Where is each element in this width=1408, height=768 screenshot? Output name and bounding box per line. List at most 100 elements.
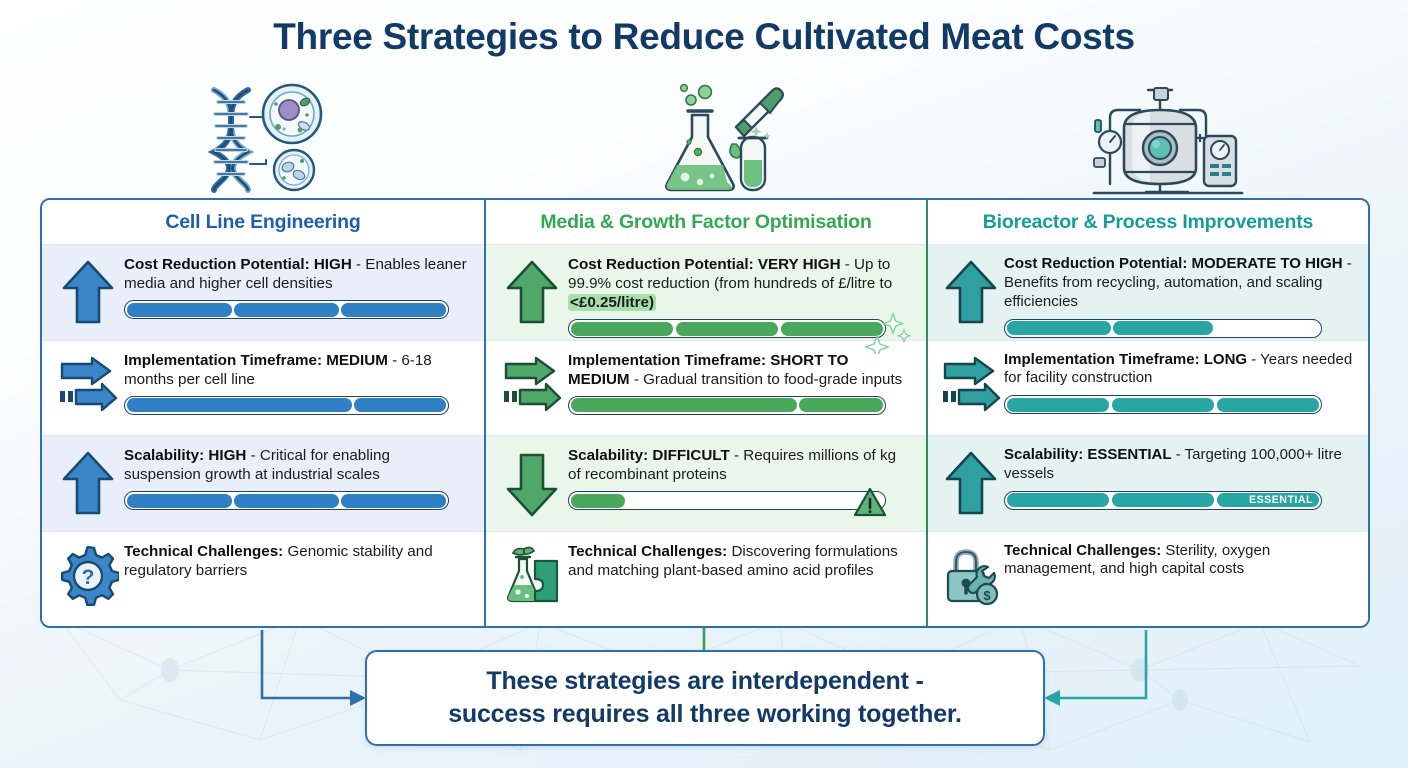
column-header-cell-line-engineering: Cell Line Engineering xyxy=(42,200,484,244)
bar-segment xyxy=(1112,321,1213,336)
bioreactor-icon xyxy=(1092,87,1244,195)
cell-text: - Targeting 100,000+ litre vessels xyxy=(1004,446,1342,482)
bar-segment xyxy=(1006,493,1110,508)
cell-text: - Enables leaner media and higher cell d… xyxy=(124,256,467,293)
flask-pipette-icon xyxy=(665,83,784,192)
down-arrow-icon xyxy=(496,445,568,519)
cell-label: Cost Reduction Potential: VERY HIGH xyxy=(568,256,841,273)
bar-segment xyxy=(1216,397,1320,412)
cell-text: - Years needed for facility construction xyxy=(1004,350,1353,387)
bar-segment xyxy=(126,302,232,317)
cell-label: Implementation Timeframe: MEDIUM xyxy=(124,351,388,369)
svg-text:$: $ xyxy=(983,588,991,603)
column-bioreactor-process-improvements: Bioreactor & Process Improvements Cost R… xyxy=(928,200,1368,626)
cell-timeframe-cell-line: Implementation Timeframe: MEDIUM - 6-18 … xyxy=(42,339,484,435)
column-header-media-growth-factor: Media & Growth Factor Optimisation xyxy=(486,200,926,244)
cell-text: - Requires millions of kg of recombinant… xyxy=(568,447,897,484)
progress-bar-cost-reduction-cell-line xyxy=(124,300,449,320)
cell-scalability-bioreactor: Scalability: ESSENTIAL - Targeting 100,0… xyxy=(928,435,1368,531)
bar-segment xyxy=(570,398,798,413)
bar-segment xyxy=(341,302,447,317)
cell-cost-reduction-media: Cost Reduction Potential: VERY HIGH - Up… xyxy=(486,244,926,355)
bar-segment xyxy=(126,493,232,508)
cell-cost-reduction-bioreactor: Cost Reduction Potential: MODERATE TO HI… xyxy=(928,244,1368,340)
progress-bar-timeframe-cell-line xyxy=(124,395,449,415)
progress-bar-scalability-media xyxy=(568,488,887,517)
cell-text: Discovering formulations and matching pl… xyxy=(568,542,898,579)
up-arrow-icon xyxy=(496,254,568,328)
cell-cost-reduction-cell-line: Cost Reduction Potential: HIGH - Enables… xyxy=(42,244,484,340)
double-right-arrow-icon xyxy=(938,350,1004,412)
column-media-growth-factor-optimisation: Media & Growth Factor Optimisation Cost … xyxy=(486,200,928,626)
svg-text:?: ? xyxy=(82,566,95,589)
bar-segment xyxy=(1216,493,1320,508)
status-badge-essential: ESSENTIAL xyxy=(1249,494,1313,507)
progress-bar-scalability-cell-line xyxy=(124,491,449,511)
bar-segment xyxy=(126,398,353,413)
cell-text: - Critical for enabling suspension growt… xyxy=(124,447,390,484)
cell-text: - Gradual transition to food-grade input… xyxy=(629,370,903,388)
cell-text: Sterility, oxygen management, and high c… xyxy=(1004,541,1271,578)
column-header-bioreactor-process: Bioreactor & Process Improvements xyxy=(928,200,1368,244)
up-arrow-icon xyxy=(938,254,1004,328)
bar-segment xyxy=(570,322,674,336)
double-right-arrow-icon xyxy=(52,350,124,412)
cell-text: - Up to 99.9% cost reduction (from hundr… xyxy=(568,256,893,293)
cell-label: Scalability: ESSENTIAL xyxy=(1004,446,1172,463)
bar-segment xyxy=(1006,397,1110,412)
cell-label: Implementation Timeframe: SHORT TO MEDIU… xyxy=(568,351,849,388)
lock-wrench-icon: $ xyxy=(938,541,1004,607)
cell-text: - Benefits from recycling, automation, a… xyxy=(1004,255,1352,310)
cell-text: - 6-18 months per cell line xyxy=(124,351,432,388)
progress-bar-timeframe-media xyxy=(568,395,886,415)
bar-segment xyxy=(780,322,884,336)
bar-segment xyxy=(341,493,447,508)
cell-label: Scalability: DIFFICULT xyxy=(568,447,730,464)
up-arrow-icon xyxy=(938,445,1004,519)
cell-label: Cost Reduction Potential: MODERATE TO HI… xyxy=(1004,255,1343,272)
cell-text: Genomic stability and regulatory barrier… xyxy=(124,542,433,579)
up-arrow-icon xyxy=(52,445,124,519)
cell-scalability-media: Scalability: DIFFICULT - Requires millio… xyxy=(486,435,926,531)
dna-cells-icon xyxy=(207,83,323,193)
cell-label: Scalability: HIGH xyxy=(124,447,247,464)
conclusion-line-2: success requires all three working toget… xyxy=(448,700,962,728)
cell-timeframe-media: Implementation Timeframe: SHORT TO MEDIU… xyxy=(486,339,926,435)
progress-bar-cost-reduction-media xyxy=(568,312,911,355)
progress-bar-cost-reduction-bioreactor xyxy=(1004,318,1322,338)
strategy-comparison-grid: Cell Line Engineering Cost Reduction Pot… xyxy=(40,198,1370,628)
cell-technical-challenges-bioreactor: $ Technical Challenges: Sterility, oxyge… xyxy=(928,530,1368,626)
bar-segment xyxy=(1111,493,1215,508)
cell-label: Implementation Timeframe: LONG xyxy=(1004,350,1248,368)
cell-label: Technical Challenges: xyxy=(124,542,284,560)
progress-bar-scalability-bioreactor: ESSENTIAL xyxy=(1004,490,1322,510)
flask-puzzle-icon xyxy=(496,541,568,607)
sparkles-icon xyxy=(864,312,911,355)
cell-technical-challenges-media: Technical Challenges: Discovering formul… xyxy=(486,530,926,626)
cell-timeframe-bioreactor: Implementation Timeframe: LONG - Years n… xyxy=(928,339,1368,435)
highlighted-value: <£0.25/litre) xyxy=(568,294,657,312)
bar-segment xyxy=(675,322,779,336)
up-arrow-icon xyxy=(52,254,124,328)
bar-segment xyxy=(354,398,447,413)
bar-segment xyxy=(1111,397,1215,412)
cell-label: Technical Challenges: xyxy=(1004,541,1162,559)
cell-technical-challenges-cell-line: ? Technical Challenges: Genomic stabilit… xyxy=(42,530,484,626)
conclusion-line-1: These strategies are interdependent - xyxy=(486,667,924,695)
arrowhead-right xyxy=(1044,690,1060,706)
arrowhead-left xyxy=(350,690,366,706)
cell-label: Cost Reduction Potential: HIGH xyxy=(124,256,352,273)
conclusion-box: These strategies are interdependent - su… xyxy=(365,650,1045,746)
cell-label: Technical Challenges: xyxy=(568,542,728,560)
bar-segment xyxy=(234,302,340,317)
gear-question-icon: ? xyxy=(52,541,124,607)
double-right-arrow-icon xyxy=(496,350,568,412)
progress-bar-timeframe-bioreactor xyxy=(1004,395,1322,415)
bar-segment xyxy=(570,493,625,508)
cell-scalability-cell-line: Scalability: HIGH - Critical for enablin… xyxy=(42,435,484,531)
page-title: Three Strategies to Reduce Cultivated Me… xyxy=(273,16,1135,57)
bar-segment xyxy=(799,398,884,413)
column-cell-line-engineering: Cell Line Engineering Cost Reduction Pot… xyxy=(42,200,486,626)
warning-triangle-icon xyxy=(853,488,887,517)
